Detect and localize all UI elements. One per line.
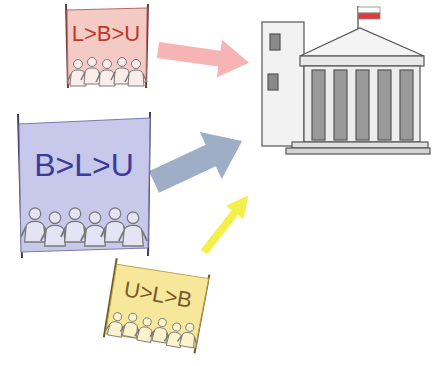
yellow-banner [103,258,209,353]
banner-slogan: B>L>U [34,148,134,183]
banner-slogan: L>B>U [72,22,141,46]
banner-slogan: U>L>B [122,277,194,313]
red-banner [66,4,148,88]
pink-arrow [155,31,251,81]
banner-cloth: U>L>B [114,272,202,318]
slate-arrow [143,117,253,205]
banner-cloth: L>B>U [69,18,144,50]
parliament-building [262,6,430,154]
blue-banner [18,112,150,258]
yellow-arrow [195,188,257,258]
banner-cloth: B>L>U [25,142,143,190]
